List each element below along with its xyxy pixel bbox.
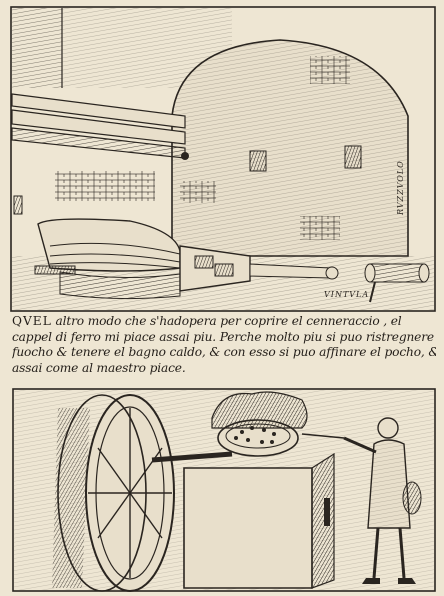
label-ruzzuolo: RVZZVOLO xyxy=(396,160,405,215)
caption-lead-word: QVEL xyxy=(12,314,52,328)
brick-patch xyxy=(310,56,350,84)
axle xyxy=(151,451,233,463)
label-vintula: VINTVLA xyxy=(324,290,370,299)
worker-figure xyxy=(301,417,422,584)
woodcut-waterwheel-illustration xyxy=(12,388,436,592)
caption-line-3: fuocho & tenere el bagno caldo, & con es… xyxy=(12,345,436,360)
caption-line-1: QVEL altro modo che s'hadopera per copri… xyxy=(12,314,402,328)
blowpipe xyxy=(301,433,345,439)
caption-line-2: cappel di ferro mi piace assai piu. Perc… xyxy=(12,329,436,344)
caption-paragraph: QVEL altro modo che s'hadopera per copri… xyxy=(12,314,436,376)
brick-patch-left xyxy=(55,171,155,201)
woodcut-furnace-illustration xyxy=(10,6,436,312)
waterwheel-woodcut-svg xyxy=(12,388,436,592)
furnace-block xyxy=(183,391,335,589)
bellows xyxy=(34,218,339,300)
woodcut-frame xyxy=(10,6,436,312)
waterwheel xyxy=(52,394,175,592)
furnace-window xyxy=(249,150,267,172)
left-wall xyxy=(12,8,62,88)
woodcut-frame xyxy=(12,388,436,592)
roller xyxy=(364,263,430,303)
pipes xyxy=(11,93,189,160)
furnace-woodcut-svg xyxy=(10,6,436,312)
caption-line-4: assai come al maestro piace. xyxy=(12,360,186,375)
